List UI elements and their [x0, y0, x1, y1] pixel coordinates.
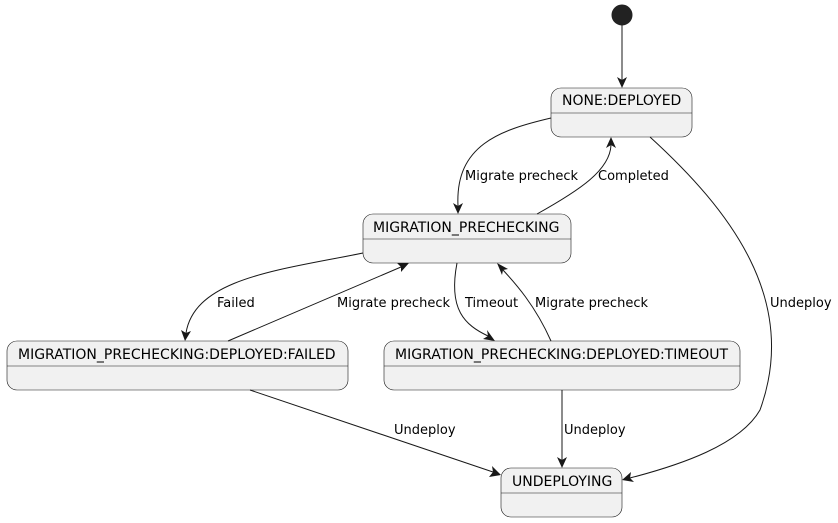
state-name: MIGRATION_PRECHECKING	[373, 220, 559, 236]
state-undeploying[interactable]: UNDEPLOYING	[500, 467, 623, 518]
edge-failed-to-undeploying: Undeploy	[249, 389, 501, 477]
edge-label: Undeploy	[394, 423, 456, 438]
state-name: MIGRATION_PRECHECKING:DEPLOYED:FAILED	[18, 347, 336, 363]
edge-label: Migrate precheck	[465, 169, 578, 184]
start-node	[611, 4, 633, 26]
state-migration-prechecking[interactable]: MIGRATION_PRECHECKING	[362, 213, 572, 264]
edge-timeout-to-prechecking: Migrate precheck	[497, 263, 648, 342]
edge-none-deployed-to-undeploying: Undeploy	[622, 136, 832, 482]
edge-label: Completed	[598, 169, 669, 184]
edge-failed-to-prechecking: Migrate precheck	[227, 263, 450, 342]
edge-label: Failed	[217, 296, 255, 311]
state-name: UNDEPLOYING	[512, 474, 612, 490]
edge-prechecking-to-failed: Failed	[181, 252, 364, 341]
state-none-deployed[interactable]: NONE:DEPLOYED	[550, 87, 693, 138]
state-migration-prechecking-deployed-failed[interactable]: MIGRATION_PRECHECKING:DEPLOYED:FAILED	[6, 340, 349, 391]
edge-prechecking-to-timeout: Timeout	[454, 262, 518, 341]
edge-label: Undeploy	[770, 296, 832, 311]
edge-prechecking-to-none-deployed: Completed	[536, 137, 669, 215]
edge-start-to-none-deployed	[617, 25, 627, 88]
edge-label: Migrate precheck	[337, 296, 450, 311]
state-name: NONE:DEPLOYED	[562, 93, 681, 109]
edge-label: Timeout	[464, 296, 518, 311]
edge-timeout-to-undeploying: Undeploy	[557, 390, 626, 468]
state-migration-prechecking-deployed-timeout[interactable]: MIGRATION_PRECHECKING:DEPLOYED:TIMEOUT	[383, 340, 741, 391]
edge-label: Undeploy	[564, 423, 626, 438]
edge-label: Migrate precheck	[535, 296, 648, 311]
edge-none-deployed-to-prechecking: Migrate precheck	[453, 117, 578, 214]
state-name: MIGRATION_PRECHECKING:DEPLOYED:TIMEOUT	[395, 347, 729, 363]
